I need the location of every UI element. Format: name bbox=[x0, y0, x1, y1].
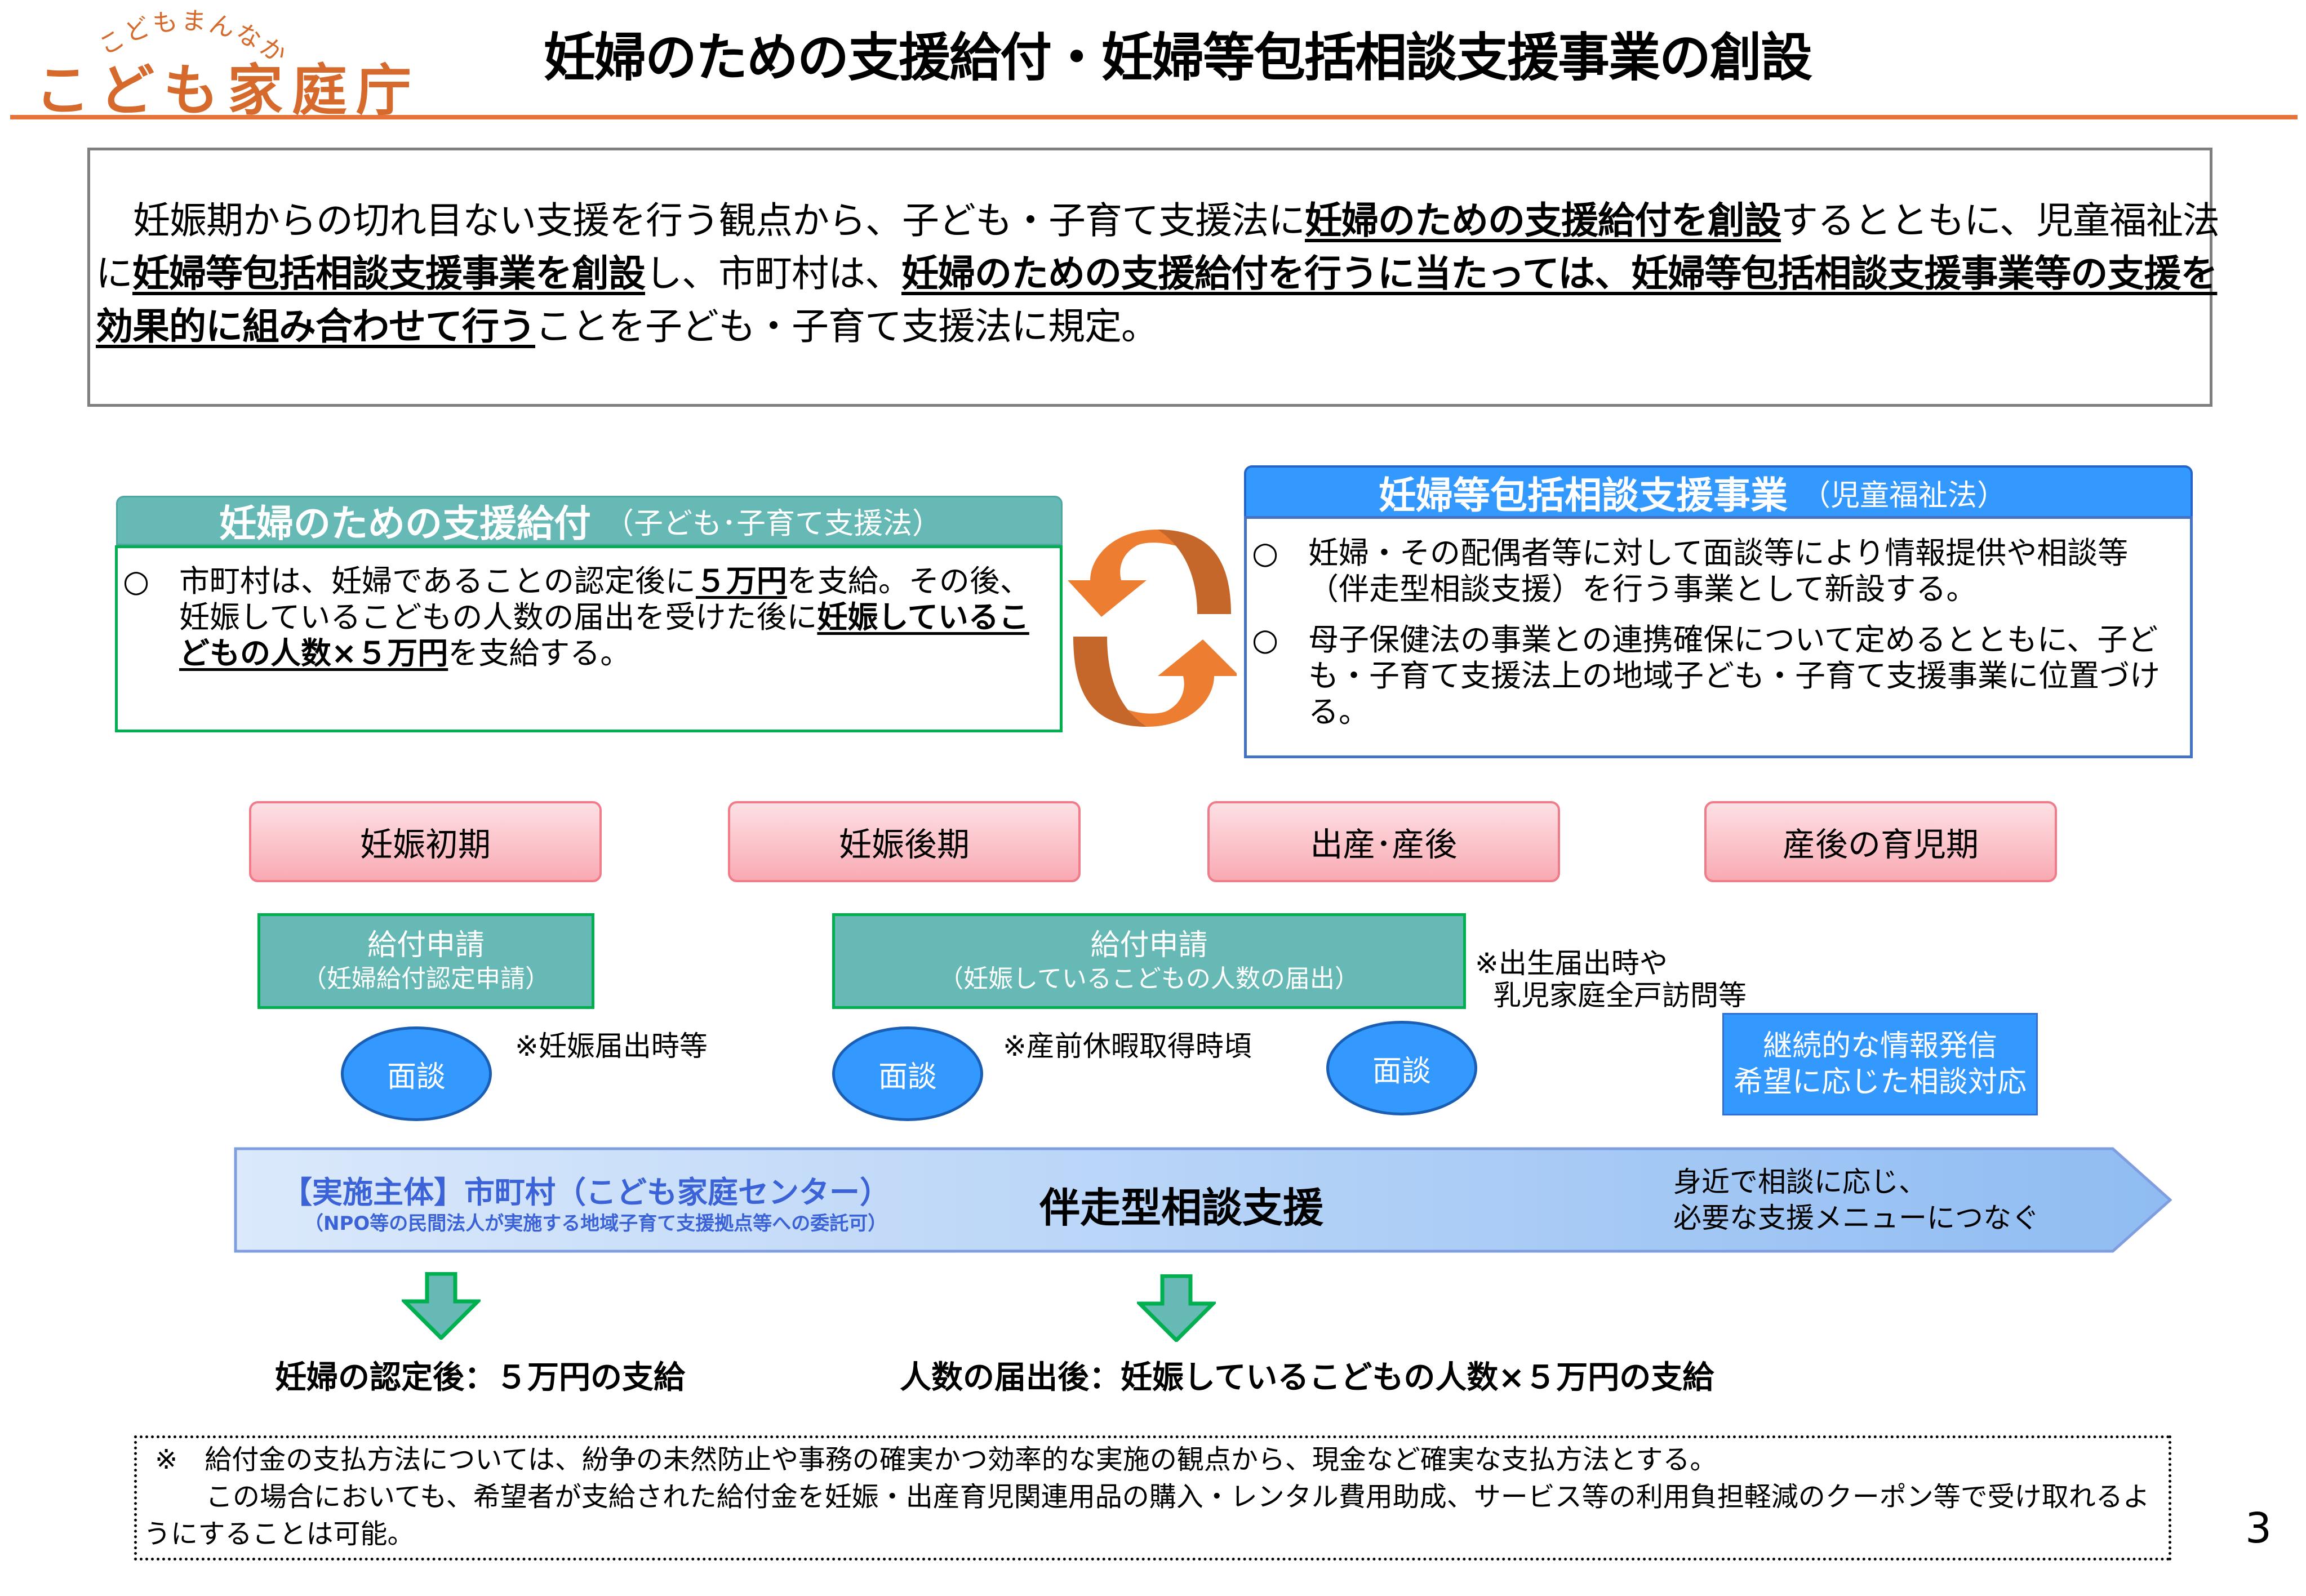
consultation-panel-text: ○ 妊婦・その配偶者等に対して面談等により情報提供や相談等（伴走型相談支援）を行… bbox=[1252, 535, 2187, 730]
application-subtitle: （妊娠しているこどもの人数の届出） bbox=[939, 964, 1359, 993]
benefit-application-1: 給付申請 （妊婦給付認定申請） bbox=[257, 913, 594, 1009]
emphasized-text: 妊娠しているこどもの人数×５万円 bbox=[179, 599, 1029, 671]
emphasized-text: 妊婦のための支援給付を創設 bbox=[1305, 199, 1781, 242]
benefit-application-2: 給付申請 （妊娠しているこどもの人数の届出） bbox=[832, 913, 1466, 1009]
note-home-visit: 乳児家庭全戸訪問等 bbox=[1493, 979, 1747, 1012]
body-text: を支給。その後、妊娠しているこどもの人数の届出を受けた後に bbox=[179, 563, 1030, 635]
page-title: 妊婦のための支援給付・妊婦等包括相談支援事業の創設 bbox=[543, 28, 1812, 88]
summary-box bbox=[87, 148, 2212, 407]
continuous-support-box: 継続的な情報発信 希望に応じた相談対応 bbox=[1722, 1013, 2038, 1115]
consultation-bullet-text: 母子保健法の事業との連携確保について定めるとともに、子ども・子育て支援法上の地域… bbox=[1308, 622, 2160, 730]
emphasized-text: ５万円 bbox=[695, 563, 787, 599]
footnote-line: この場合においても、希望者が支給された給付金を妊娠・出産育児関連用品の購入・レン… bbox=[144, 1481, 2150, 1550]
note-birth-report: ※出生届出時や bbox=[1475, 947, 1668, 980]
application-title: 給付申請 bbox=[1090, 928, 1208, 962]
note-maternity-leave: ※産前休暇取得時頃 bbox=[1003, 1030, 1252, 1062]
body-text: し、市町村は、 bbox=[645, 252, 902, 295]
body-text: 市町村は、妊婦であることの認定後に bbox=[179, 563, 696, 599]
stage-birth-postpartum: 出産･産後 bbox=[1207, 801, 1560, 882]
delegation-label: （NPO等の民間法人が実施する地域子育て支援拠点等への委託可） bbox=[304, 1212, 887, 1235]
body-text: 妊娠期からの切れ目ない支援を行う観点から、子ども・子育て支援法に bbox=[133, 199, 1305, 242]
application-title: 給付申請 bbox=[367, 928, 485, 962]
stage-late-pregnancy: 妊娠後期 bbox=[728, 801, 1081, 882]
stage-childcare: 産後の育児期 bbox=[1704, 801, 2057, 882]
interview-1: 面談 bbox=[341, 1026, 492, 1121]
application-subtitle: （妊婦給付認定申請） bbox=[302, 964, 550, 993]
down-arrow-icon bbox=[1137, 1274, 1216, 1342]
page-number: 3 bbox=[2245, 1504, 2272, 1553]
benefit-description: 市町村は、妊婦であることの認定後に５万円を支給。その後、妊娠しているこどもの人数… bbox=[179, 563, 1058, 672]
consultation-panel-title: 妊婦等包括相談支援事業 bbox=[1379, 474, 1788, 517]
banner-description-line: 身近で相談に応じ、 bbox=[1673, 1166, 1927, 1198]
bullet-marker: ○ bbox=[1252, 622, 1279, 657]
accompanying-support-banner bbox=[234, 1147, 2172, 1253]
payment-after-certification: 妊婦の認定後：５万円の支給 bbox=[275, 1359, 685, 1396]
banner-description-line: 必要な支援メニューにつなぐ bbox=[1673, 1202, 2040, 1234]
interview-3: 面談 bbox=[1326, 1021, 1477, 1115]
body-text: するとともに、児童福祉法に bbox=[96, 199, 2220, 295]
bullet-marker: ○ bbox=[123, 563, 150, 599]
consultation-bullet: ○ 母子保健法の事業との連携確保について定めるとともに、子ども・子育て支援法上の… bbox=[1252, 622, 2187, 730]
interview-2: 面談 bbox=[832, 1026, 983, 1121]
body-text: ことを子ども・子育て支援法に規定。 bbox=[535, 305, 1158, 348]
implementer-label: 【実施主体】市町村（こども家庭センター） bbox=[282, 1175, 890, 1210]
benefit-panel-body bbox=[115, 545, 1063, 732]
emphasized-text: 妊婦のための支援給付を行うに当たっては、妊婦等包括相談支援事業等の支援を効果的に… bbox=[96, 252, 2218, 348]
benefit-panel-law: （子ども･子育て支援法） bbox=[605, 506, 942, 541]
note-pregnancy-report: ※妊娠届出時等 bbox=[515, 1030, 708, 1062]
cycle-arrows-icon bbox=[1068, 530, 1237, 727]
info-line: 希望に応じた相談対応 bbox=[1733, 1065, 2027, 1099]
footnote-line: ※ 給付金の支払方法については、紛争の未然防止や事務の確実かつ効率的な実施の観点… bbox=[155, 1444, 1717, 1475]
benefit-panel-title: 妊婦のための支援給付 bbox=[219, 502, 591, 545]
bullet-marker: ○ bbox=[1252, 535, 1279, 571]
logo[interactable]: こども家庭庁 bbox=[35, 59, 421, 123]
consultation-panel-header: 妊婦等包括相談支援事業 （児童福祉法） bbox=[1244, 465, 2193, 517]
footnote-text: ※ 給付金の支払方法については、紛争の未然防止や事務の確実かつ効率的な実施の観点… bbox=[144, 1441, 2161, 1553]
stage-early-pregnancy: 妊娠初期 bbox=[249, 801, 602, 882]
info-line: 継続的な情報発信 bbox=[1762, 1029, 1997, 1063]
down-arrow-icon bbox=[402, 1272, 481, 1340]
emphasized-text: 妊婦等包括相談支援事業を創設 bbox=[132, 252, 646, 295]
logo-tagline: こどもまんなか bbox=[94, 7, 287, 69]
summary-text: 妊娠期からの切れ目ない支援を行う観点から、子ども・子育て支援法に妊婦のための支援… bbox=[96, 194, 2220, 353]
banner-title: 伴走型相談支援 bbox=[1039, 1184, 1324, 1232]
banner-description: 身近で相談に応じ、 必要な支援メニューにつなぐ bbox=[1673, 1164, 2040, 1236]
benefit-panel-text: ○ 市町村は、妊婦であることの認定後に５万円を支給。その後、妊娠しているこどもの… bbox=[123, 563, 1058, 672]
consultation-panel-body bbox=[1244, 516, 2193, 758]
header-divider bbox=[10, 115, 2298, 119]
benefit-panel-header: 妊婦のための支援給付 （子ども･子育て支援法） bbox=[116, 496, 1063, 545]
body-text: を支給する。 bbox=[448, 635, 631, 671]
payment-after-notification: 人数の届出後：妊娠しているこどもの人数×５万円の支給 bbox=[900, 1359, 1714, 1396]
footnote-box bbox=[134, 1435, 2171, 1561]
consultation-panel-law: （児童福祉法） bbox=[1801, 478, 2007, 513]
consultation-bullet-text: 妊婦・その配偶者等に対して面談等により情報提供や相談等（伴走型相談支援）を行う事… bbox=[1308, 535, 2129, 607]
consultation-bullet: ○ 妊婦・その配偶者等に対して面談等により情報提供や相談等（伴走型相談支援）を行… bbox=[1252, 535, 2187, 607]
